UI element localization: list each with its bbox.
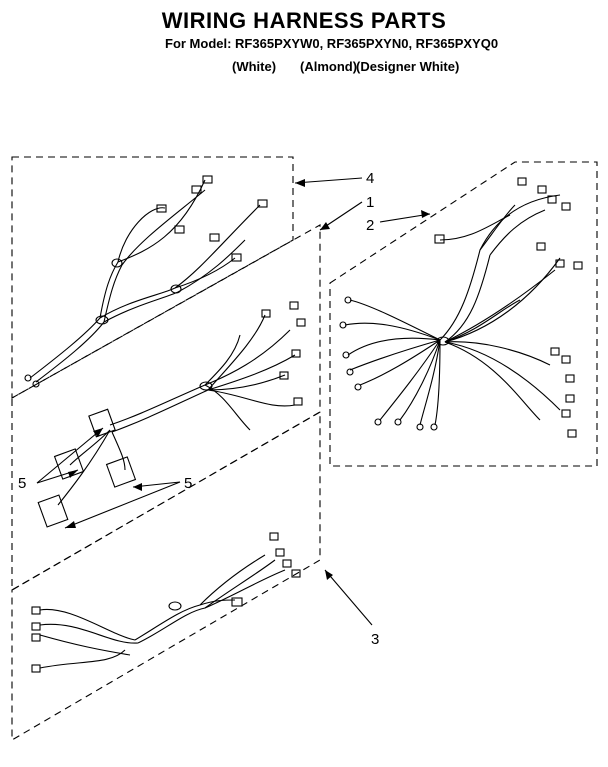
color-designer-white: (Designer White) [356, 59, 460, 74]
harness-3-box [11, 411, 321, 741]
harness-4 [24, 175, 268, 388]
harness-2-box [329, 161, 598, 467]
model-numbers: For Model: RF365PXYW0, RF365PXYN0, RF365… [165, 36, 499, 51]
callout-5-left: 5 [18, 475, 26, 492]
callout-1: 1 [366, 194, 374, 211]
harness-3 [31, 532, 301, 673]
callout-4: 4 [366, 170, 374, 187]
color-white: (White) [232, 59, 277, 74]
callout-2: 2 [366, 217, 374, 234]
callout-3: 3 [371, 631, 379, 648]
harness-4-box [11, 156, 294, 399]
harness-2 [339, 177, 583, 438]
arrowheads [65, 179, 430, 580]
harness-1 [37, 301, 306, 528]
color-almond: (Almond) [300, 59, 358, 74]
page-title: WIRING HARNESS PARTS [161, 8, 447, 33]
harness-1-box [11, 224, 321, 591]
leader-lines [36, 177, 431, 626]
callout-5-right: 5 [184, 475, 192, 492]
